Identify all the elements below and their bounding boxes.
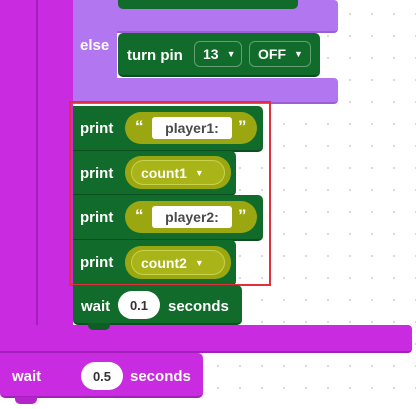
selection-box	[69, 101, 271, 286]
print-block-2[interactable]: print count1 ▼	[73, 151, 236, 196]
turn-pin-label: turn pin	[127, 47, 183, 64]
variable-block[interactable]: count1 ▼	[125, 156, 231, 189]
print-label: print	[80, 120, 114, 137]
seconds-label: seconds	[130, 368, 191, 385]
state-dropdown[interactable]: OFF ▼	[249, 41, 311, 67]
print-label: print	[80, 254, 114, 271]
caret-down-icon: ▼	[194, 257, 204, 268]
outer-wait-notch	[15, 397, 37, 404]
text-input[interactable]: player1:	[152, 117, 232, 139]
text-string-block[interactable]: “ player1: ”	[125, 112, 257, 144]
open-quote-icon: “	[135, 117, 144, 136]
print-label: print	[80, 165, 114, 182]
previous-block-fragment[interactable]	[118, 0, 298, 9]
wait-block-notch	[88, 323, 110, 330]
state-value: OFF	[258, 46, 286, 62]
print-block-1[interactable]: print “ player1: ”	[73, 106, 263, 152]
wait-seconds-input[interactable]: 0.1	[118, 291, 160, 319]
if-block-bottom-bar[interactable]	[73, 78, 338, 104]
variable-block[interactable]: count2 ▼	[125, 246, 231, 279]
wait-seconds-input[interactable]: 0.5	[81, 362, 123, 390]
else-label: else	[80, 37, 110, 54]
seconds-label: seconds	[168, 298, 229, 315]
wait-label: wait	[81, 298, 111, 315]
variable-name: count1	[141, 164, 187, 181]
print-label: print	[80, 209, 114, 226]
variable-dropdown[interactable]: count2 ▼	[131, 250, 225, 275]
variable-dropdown[interactable]: count1 ▼	[131, 160, 225, 185]
caret-down-icon: ▼	[226, 49, 236, 59]
wait-block-outer[interactable]: wait 0.5 seconds	[0, 353, 203, 398]
loop-block-left-arm-edge	[36, 0, 38, 352]
text-input[interactable]: player2:	[152, 206, 232, 228]
open-quote-icon: “	[135, 206, 144, 225]
print-block-3[interactable]: print “ player2: ”	[73, 195, 263, 241]
pin-dropdown[interactable]: 13 ▼	[194, 41, 242, 67]
close-quote-icon: ”	[238, 117, 247, 136]
text-string-block[interactable]: “ player2: ”	[125, 201, 257, 233]
print-block-4[interactable]: print count2 ▼	[73, 240, 236, 286]
pin-value: 13	[203, 46, 219, 62]
close-quote-icon: ”	[238, 206, 247, 225]
loop-block-bottom-bar[interactable]	[0, 325, 412, 353]
turn-pin-block[interactable]: turn pin 13 ▼ OFF ▼	[118, 33, 320, 77]
caret-down-icon: ▼	[294, 49, 303, 59]
caret-down-icon: ▼	[194, 167, 204, 178]
variable-name: count2	[141, 254, 187, 271]
wait-block-inner[interactable]: wait 0.1 seconds	[73, 285, 242, 325]
wait-label: wait	[12, 368, 42, 385]
